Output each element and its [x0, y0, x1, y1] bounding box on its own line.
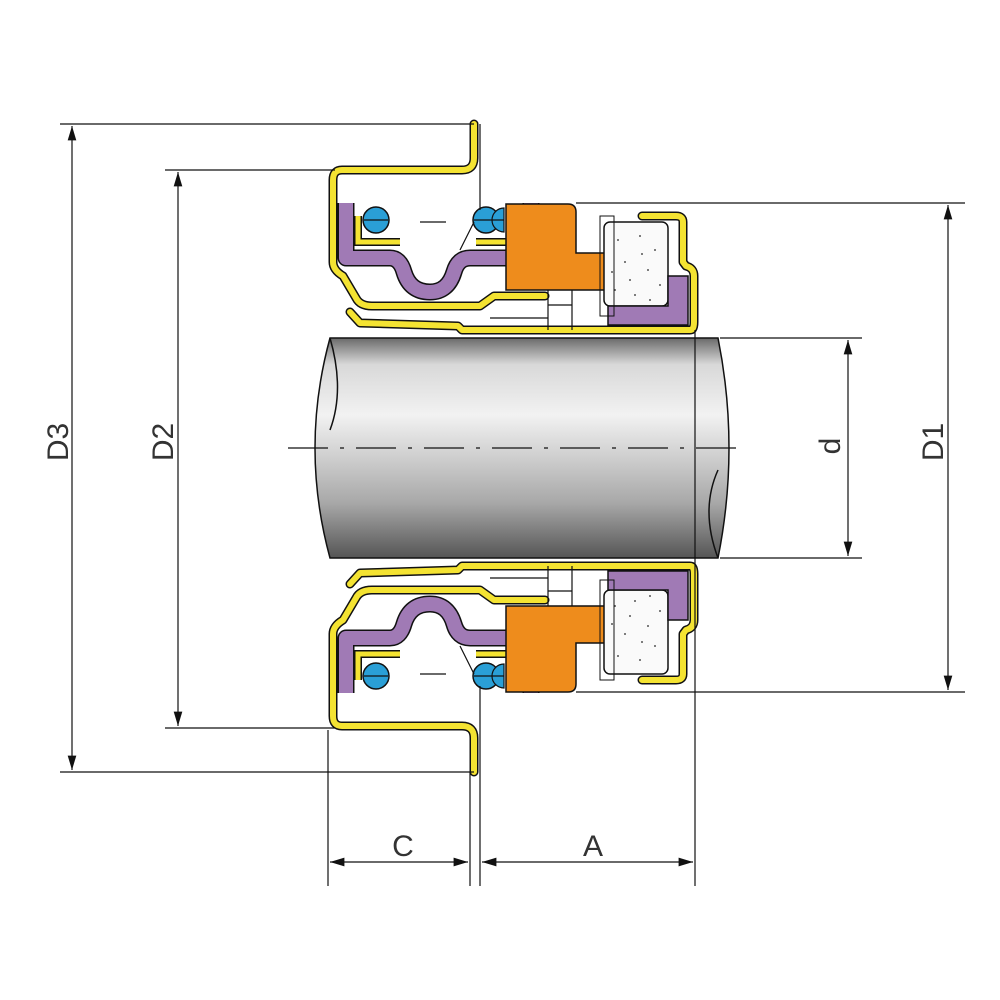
dimension-D1 [576, 202, 965, 693]
label-d: d [814, 438, 847, 455]
seal-lower-half [333, 566, 694, 772]
label-C: C [392, 830, 414, 863]
seal-upper-half [333, 124, 694, 330]
dimension-D3 [60, 123, 474, 773]
label-D3: D3 [42, 423, 75, 461]
shaft [288, 337, 740, 559]
label-D1: D1 [917, 423, 950, 461]
label-D2: D2 [147, 423, 180, 461]
label-A: A [583, 830, 603, 863]
dimension-C-A [327, 330, 696, 886]
dimension-D2 [165, 169, 335, 729]
dimension-d [720, 337, 862, 559]
